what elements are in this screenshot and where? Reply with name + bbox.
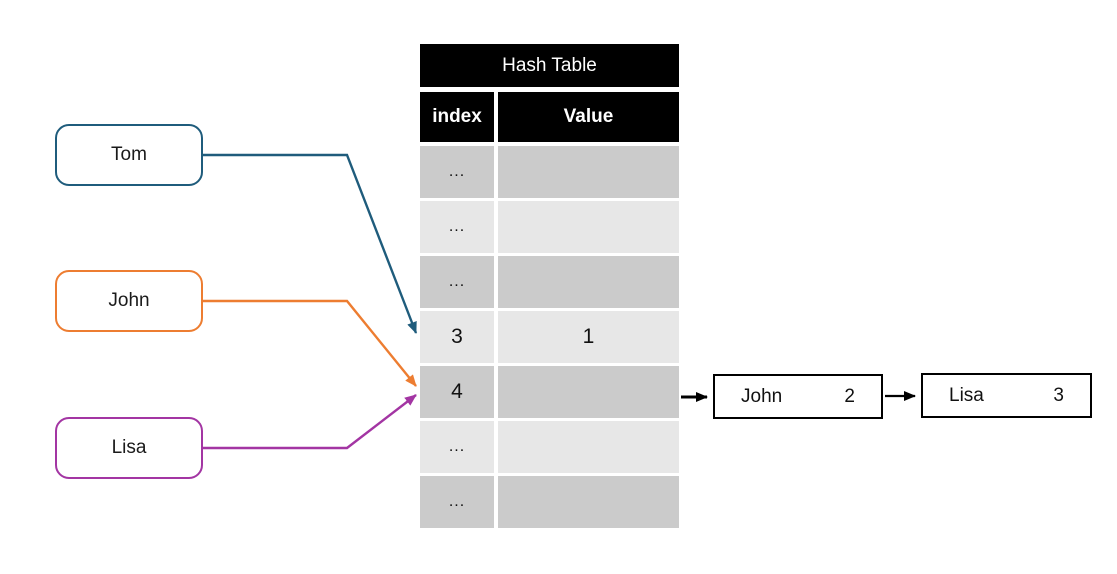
table-row-5: ... xyxy=(420,421,679,473)
table-row-6: ... xyxy=(420,476,679,528)
key-box-john: John xyxy=(55,270,203,332)
index-cell: ... xyxy=(420,256,494,308)
john-to-index4-arrow xyxy=(203,299,417,387)
index-cell: 4 xyxy=(420,366,494,418)
lisa-to-index4-arrow xyxy=(203,394,417,450)
hash-table-header-row: index Value xyxy=(420,92,679,142)
key-label-john: John xyxy=(108,290,150,311)
value-cell xyxy=(498,421,679,473)
key-box-lisa: Lisa xyxy=(55,417,203,479)
key-label-tom: Tom xyxy=(111,144,147,165)
index-cell: ... xyxy=(420,421,494,473)
chain-node-value: 3 xyxy=(1053,384,1064,406)
chain-node-lisa: Lisa 3 xyxy=(921,373,1092,418)
value-cell xyxy=(498,476,679,528)
hash-table: Hash Table index Value ... ... ... 3 1 4… xyxy=(420,44,679,531)
tom-to-index3-arrow xyxy=(203,153,418,334)
table-row-1: ... xyxy=(420,201,679,253)
column-header-value: Value xyxy=(498,92,679,142)
key-label-lisa: Lisa xyxy=(111,437,147,458)
index-cell: ... xyxy=(420,476,494,528)
hash-table-title: Hash Table xyxy=(420,44,679,87)
table-row-4: 4 xyxy=(420,366,679,418)
index-cell: ... xyxy=(420,146,494,198)
table-row-0: ... xyxy=(420,146,679,198)
value-cell xyxy=(498,201,679,253)
table-row-3: 3 1 xyxy=(420,311,679,363)
value-cell xyxy=(498,256,679,308)
index-cell: 3 xyxy=(420,311,494,363)
chain-node-key: John xyxy=(741,385,783,407)
key-box-tom: Tom xyxy=(55,124,203,186)
value-cell xyxy=(498,366,679,418)
value-cell: 1 xyxy=(498,311,679,363)
chain-node-john: John 2 xyxy=(713,374,883,419)
column-header-index: index xyxy=(420,92,494,142)
chain-node-key: Lisa xyxy=(949,384,984,406)
index-cell: ... xyxy=(420,201,494,253)
value-cell xyxy=(498,146,679,198)
table-row-2: ... xyxy=(420,256,679,308)
chain-node-value: 2 xyxy=(844,385,855,407)
